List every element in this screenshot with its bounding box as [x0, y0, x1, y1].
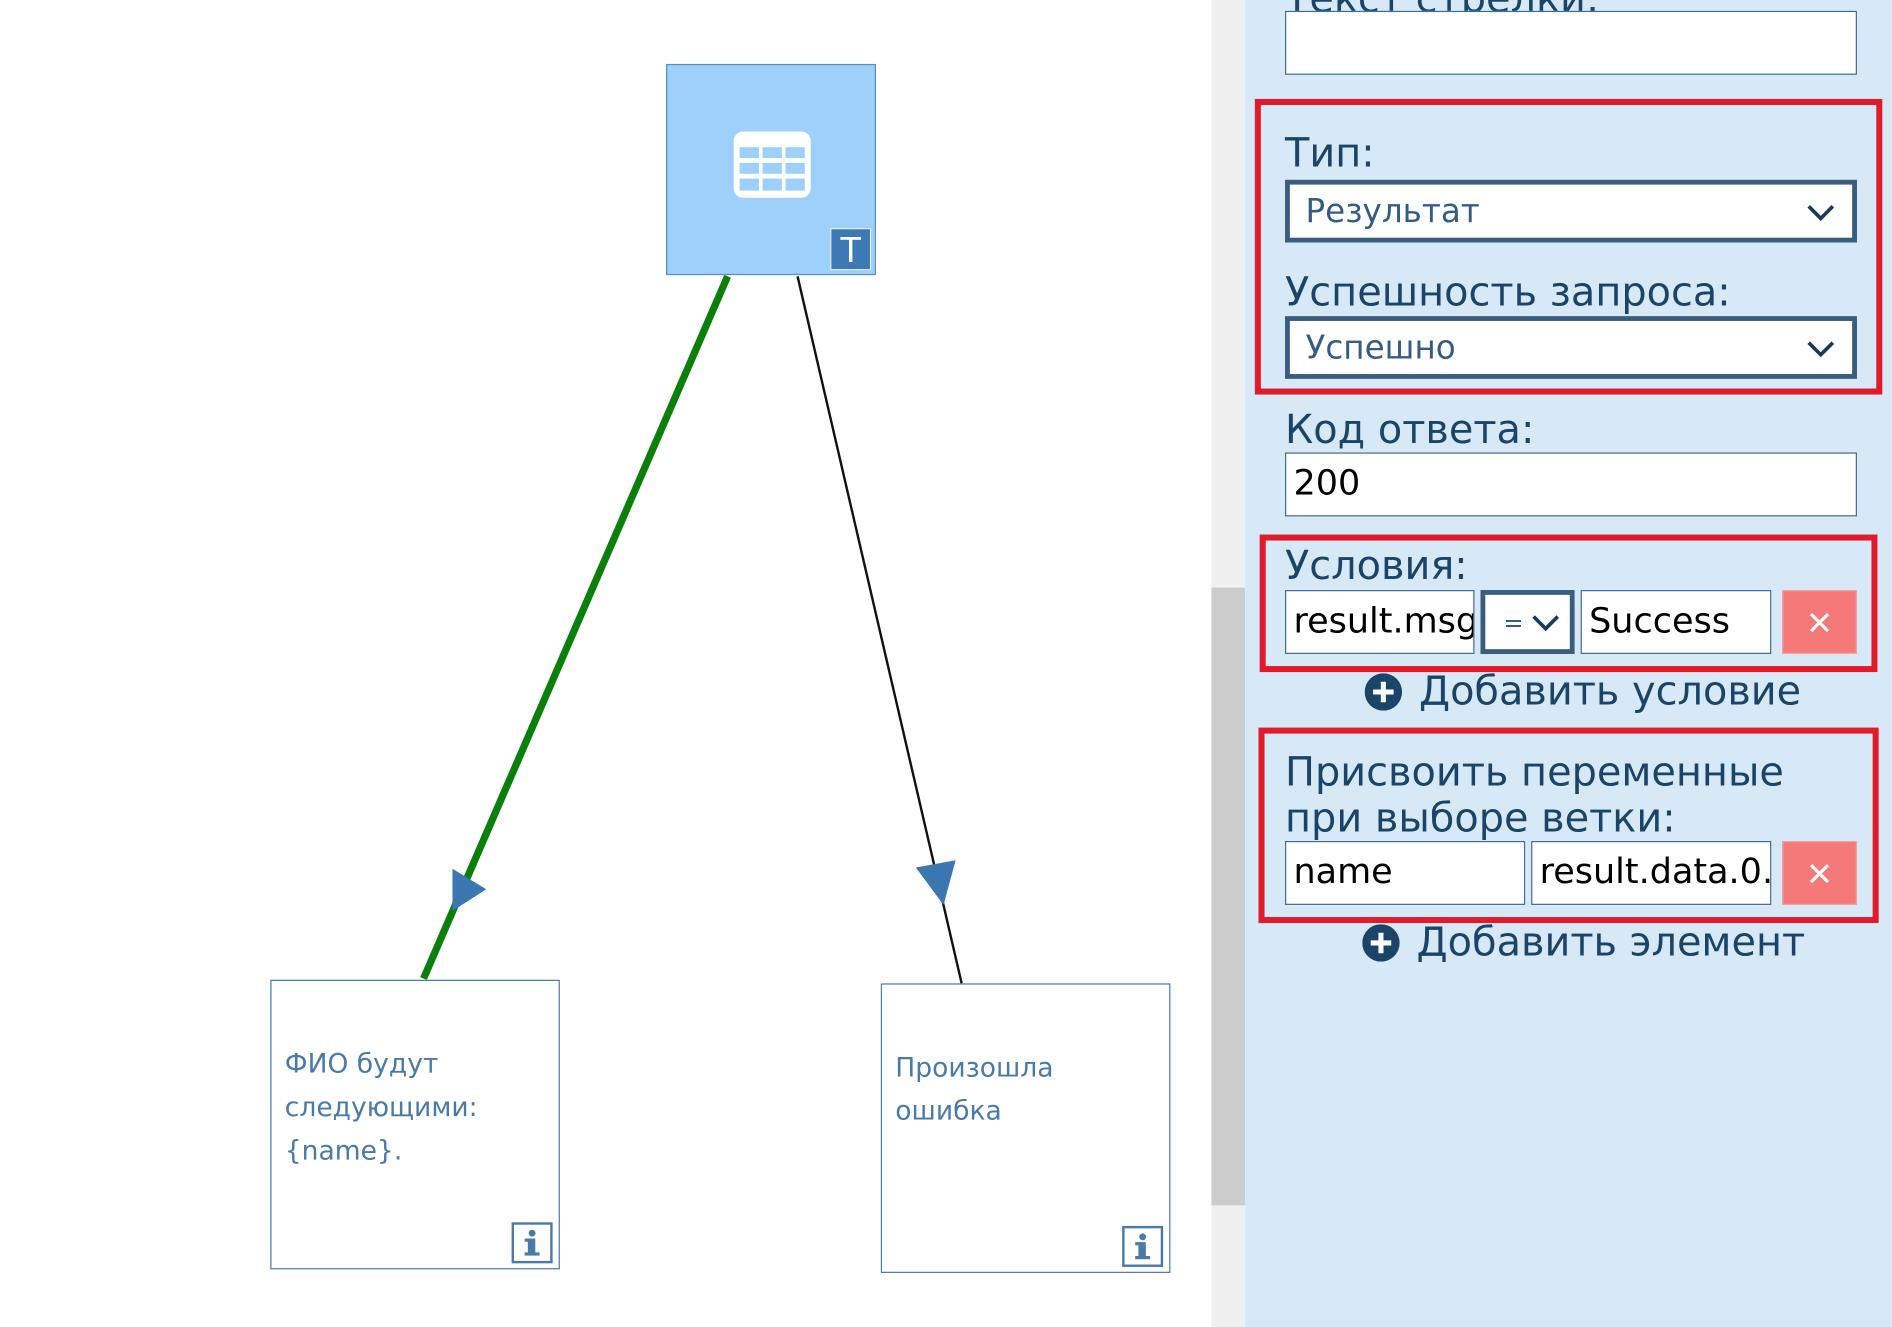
success-edge-arrowhead — [452, 868, 487, 911]
response-code-input[interactable]: 200 — [1285, 452, 1857, 517]
scrollbar-thumb[interactable] — [1211, 587, 1246, 1206]
type-select[interactable]: Результат — [1285, 179, 1857, 243]
code-label: Код ответа: — [1285, 405, 1535, 453]
text-node-success[interactable]: ФИО будут следующими: {name}. — [270, 979, 560, 1270]
info-icon[interactable] — [1122, 1225, 1164, 1267]
node-text: Произошла ошибка — [895, 1053, 1054, 1127]
text-node-error[interactable]: Произошла ошибка — [880, 983, 1171, 1273]
highlight-type-box — [1254, 98, 1883, 395]
assign-label: Присвоить переменные при выборе ветки: — [1285, 748, 1784, 842]
highlight-conditions-box — [1259, 534, 1878, 673]
add-condition-link[interactable]: Добавить условие — [1364, 667, 1802, 715]
type-badge: T — [830, 228, 872, 271]
close-icon — [1809, 863, 1830, 883]
table-node[interactable]: T — [666, 63, 876, 276]
plus-circle-icon — [1362, 924, 1400, 962]
conditions-label: Условия: — [1285, 541, 1468, 589]
diagram-canvas[interactable]: T ФИО будут следующими: {name}. Произошл… — [0, 0, 1212, 1327]
arrow-text-input[interactable] — [1285, 10, 1857, 75]
success-label: Успешность запроса: — [1285, 267, 1731, 315]
add-condition-label: Добавить условие — [1418, 667, 1802, 715]
type-select-value: Результат — [1305, 193, 1480, 231]
error-edge-arrowhead — [915, 860, 956, 905]
variable-name-input[interactable]: name — [1285, 841, 1526, 905]
condition-field-input[interactable]: result.msg — [1285, 590, 1475, 654]
properties-panel: Текст стрелки: Тип: Результат Успешность… — [1245, 0, 1892, 1327]
table-icon — [733, 131, 811, 198]
chevron-down-icon — [1807, 341, 1835, 358]
connectors-layer — [420, 274, 963, 984]
add-element-link[interactable]: Добавить элемент — [1362, 918, 1805, 966]
node-text: ФИО будут следующими: {name}. — [284, 1049, 478, 1167]
close-icon — [1809, 612, 1830, 632]
success-select[interactable]: Успешно — [1285, 316, 1857, 379]
chevron-down-icon — [1807, 205, 1835, 221]
success-select-value: Успешно — [1305, 329, 1456, 367]
type-label: Тип: — [1285, 129, 1375, 177]
condition-value-input[interactable]: Success — [1580, 590, 1772, 654]
condition-operator-select[interactable]: = — [1480, 590, 1575, 654]
condition-operator-value: = — [1503, 608, 1524, 638]
info-icon[interactable] — [511, 1222, 553, 1264]
vertical-scrollbar[interactable] — [1211, 0, 1246, 1327]
add-element-label: Добавить элемент — [1416, 918, 1806, 966]
highlight-assign-box — [1258, 727, 1879, 924]
delete-variable-button[interactable] — [1782, 841, 1857, 905]
delete-condition-button[interactable] — [1782, 590, 1857, 654]
chevron-down-icon — [1532, 615, 1560, 632]
variable-value-input[interactable]: result.data.0.FIO — [1531, 841, 1772, 905]
success-edge[interactable] — [420, 274, 731, 980]
plus-circle-icon — [1364, 673, 1403, 711]
